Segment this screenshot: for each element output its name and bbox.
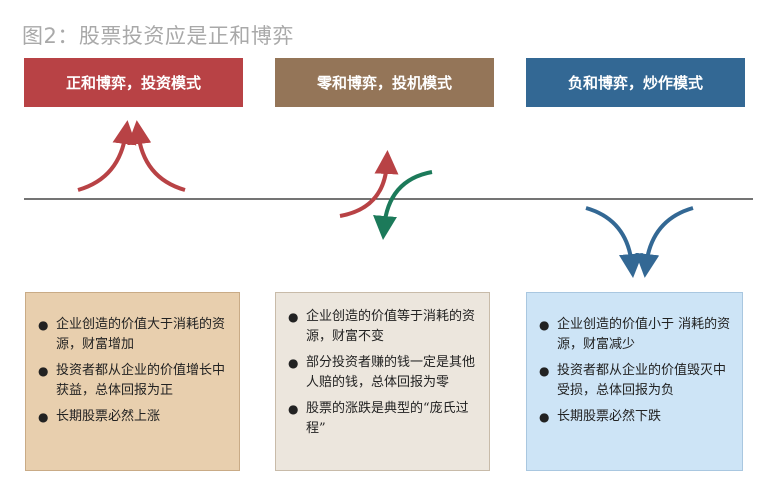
list-item: ●长期股票必然下跌 — [539, 407, 734, 427]
list-item: ●企业创造的价值小于 消耗的资源，财富减少 — [539, 317, 731, 352]
down-arrow-left-icon — [585, 206, 643, 278]
down-arrow-right-icon — [635, 206, 694, 278]
bullet-icon: ● — [539, 410, 550, 424]
bullet-icon: ● — [38, 364, 49, 378]
bullet-icon: ● — [38, 318, 49, 332]
negative-sum-box: ●企业创造的价值小于 消耗的资源，财富减少 ●投资者都从企业的价值毁灭中受损，总… — [526, 292, 743, 471]
bullet-icon: ● — [288, 356, 299, 370]
list-item: ●部分投资者赚的钱一定是其他人赔的钱，总体回报为零 — [288, 355, 476, 390]
list-item: ●长期股票必然上涨 — [38, 407, 231, 427]
up-arrow-right-icon — [127, 120, 186, 192]
up-arrow-left-icon — [77, 120, 137, 192]
bullet-icon: ● — [288, 310, 299, 324]
up-arrow-red-icon — [339, 150, 399, 218]
bullet-icon: ● — [539, 318, 550, 332]
list-item: ●企业创造的价值等于消耗的资源，财富不变 — [288, 309, 476, 344]
header-negative-sum: 负和博弈，炒作模式 — [526, 58, 745, 107]
list-item: ●投资者都从企业的价值毁灭中受损，总体回报为负 — [539, 363, 727, 398]
down-arrow-green-icon — [373, 170, 433, 240]
bullet-icon: ● — [539, 364, 550, 378]
header-positive-sum: 正和博弈，投资模式 — [24, 58, 243, 107]
header-zero-sum: 零和博弈，投机模式 — [275, 58, 494, 107]
positive-sum-box: ●企业创造的价值大于消耗的资源，财富增加 ●投资者都从企业的价值增长中获益，总体… — [25, 292, 240, 471]
zero-sum-box: ●企业创造的价值等于消耗的资源，财富不变 ●部分投资者赚的钱一定是其他人赔的钱，… — [275, 292, 490, 471]
bullet-icon: ● — [288, 402, 299, 416]
list-item: ●投资者都从企业的价值增长中获益，总体回报为正 — [38, 363, 226, 398]
list-item: ●企业创造的价值大于消耗的资源，财富增加 — [38, 317, 226, 352]
bullet-icon: ● — [38, 410, 49, 424]
list-item: ●股票的涨跌是典型的“庞氏过程” — [288, 401, 469, 436]
page-title: 图2：股票投资应是正和博弈 — [22, 24, 294, 48]
